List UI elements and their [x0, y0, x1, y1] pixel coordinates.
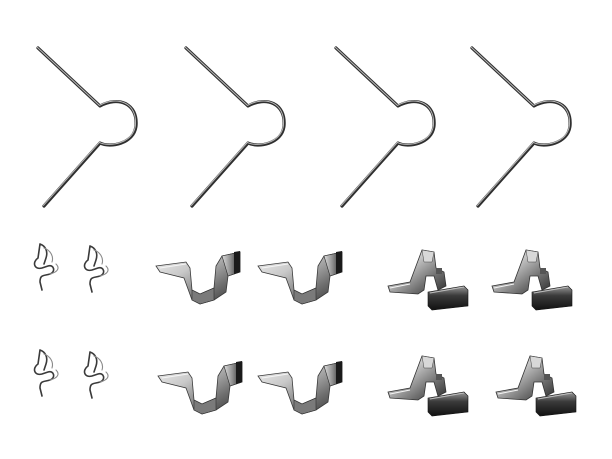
wire-clip-4 [83, 351, 109, 399]
bracket-clip-4 [257, 360, 343, 415]
bracket-clip-2 [257, 250, 343, 305]
pad-bracket-clip-4 [495, 355, 577, 417]
spring-3 [333, 45, 436, 208]
bracket-clip-3 [157, 360, 243, 415]
spring-2 [183, 45, 286, 208]
wire-clip-2 [83, 245, 109, 293]
spring-4 [469, 45, 572, 208]
pad-bracket-clip-3 [387, 355, 469, 417]
pad-bracket-clip-1 [387, 249, 469, 311]
bracket-clip-1 [155, 250, 241, 305]
spring-1 [35, 45, 138, 208]
wire-clip-3 [33, 349, 59, 397]
pad-bracket-clip-2 [491, 249, 573, 311]
wire-clip-1 [33, 243, 59, 291]
